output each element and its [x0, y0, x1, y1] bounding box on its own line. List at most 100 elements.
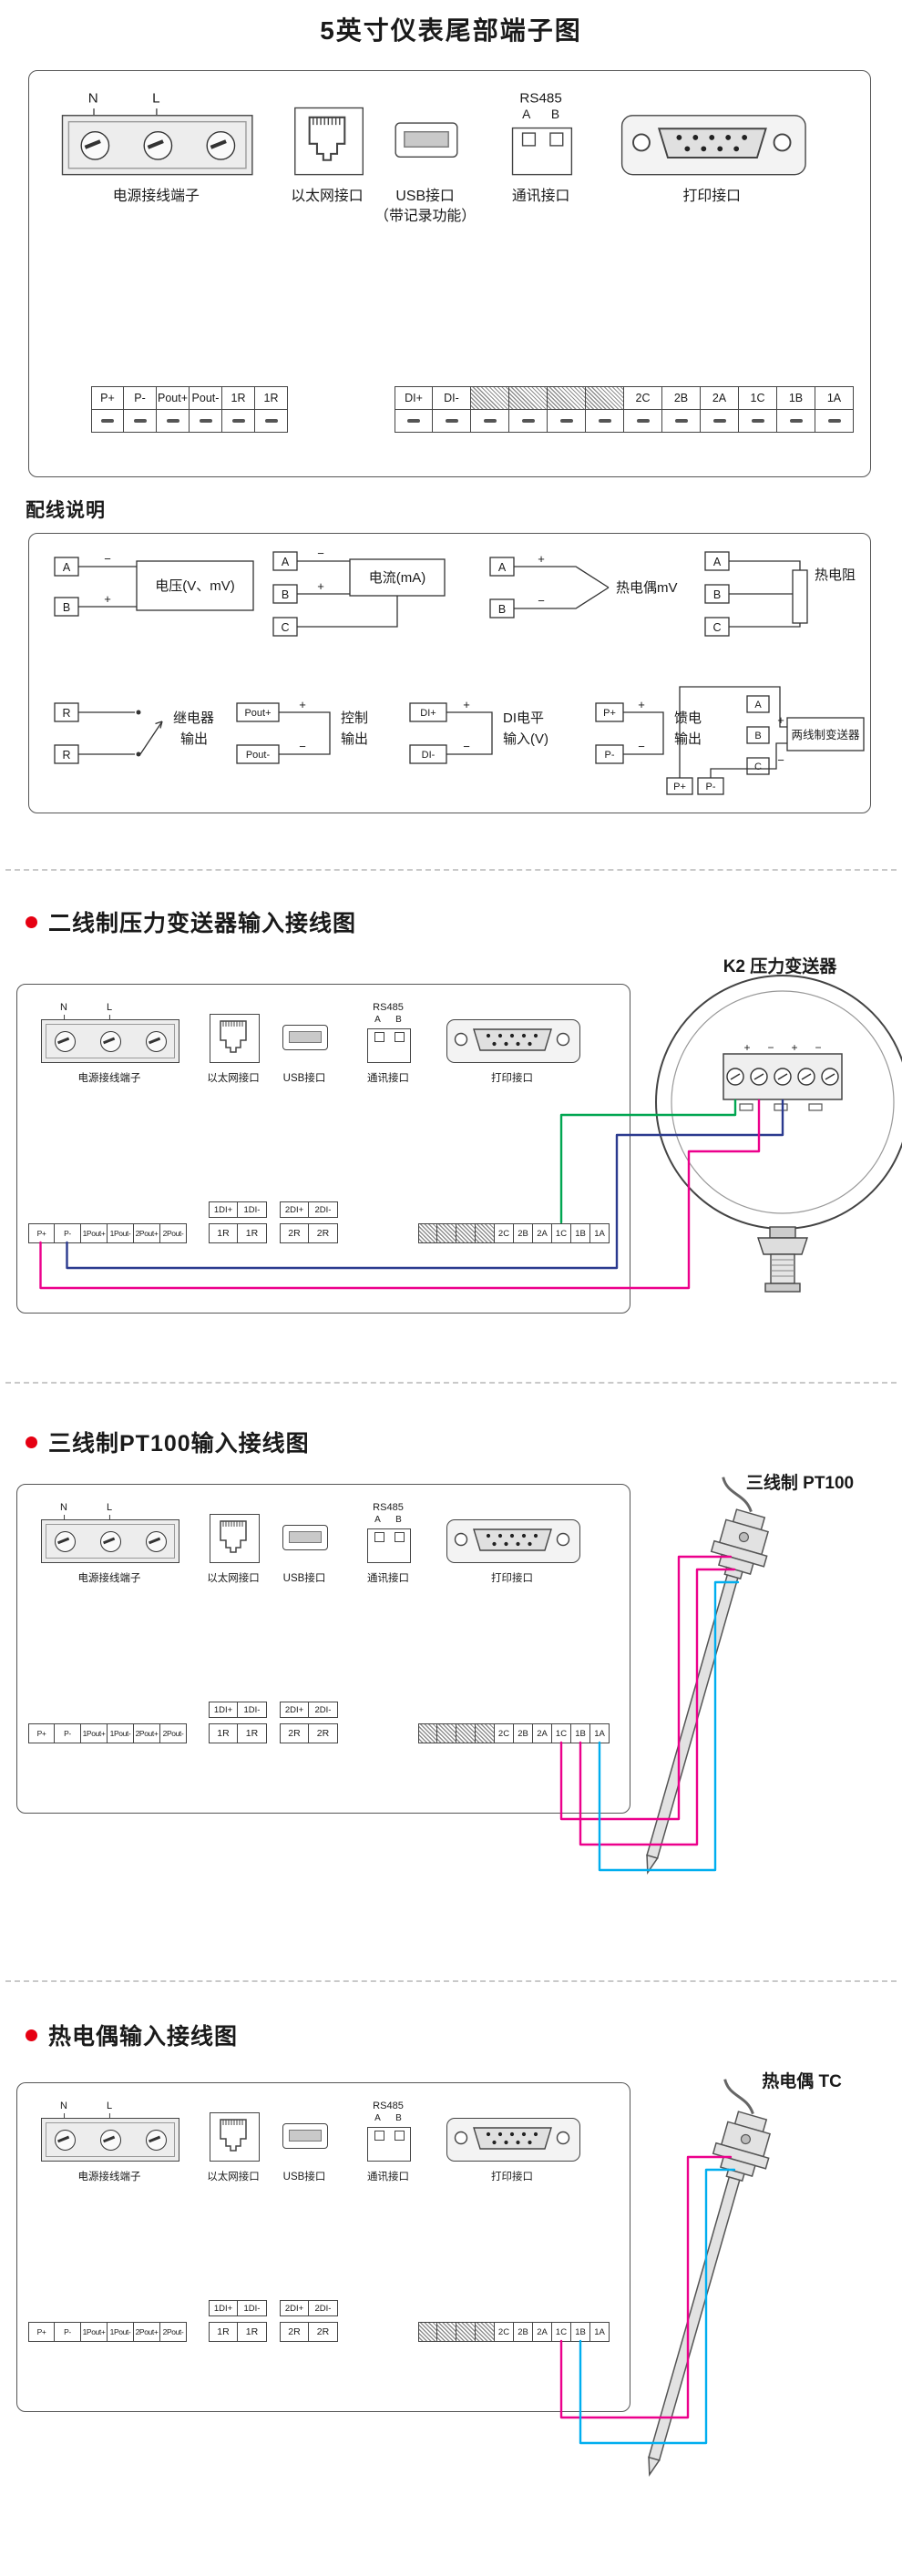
terminal-cell: 1C: [552, 2322, 571, 2342]
printer-port: [446, 2118, 580, 2162]
terminal-cell: 1Pout-: [108, 2322, 134, 2342]
usb-label: USB接口: [282, 1073, 326, 1084]
rs485-pin-a: [374, 1032, 384, 1042]
screw-icon: [145, 1530, 167, 1552]
terminal-cell: [437, 2322, 456, 2342]
terminal-cell: 2R: [280, 1223, 309, 1243]
db9-icon: [454, 1528, 570, 1551]
terminal-screw: [124, 409, 157, 433]
print-label: 打印接口: [491, 1073, 533, 1084]
section-pt100: 三线制PT100输入接线图 三线制 PT100 N L RS48: [0, 1382, 902, 1980]
terminal-cell: 2R: [309, 2322, 338, 2342]
screw-icon: [99, 2129, 121, 2151]
db9-icon: [632, 128, 792, 158]
terminal-screw: [222, 409, 255, 433]
terminal-cell: [509, 386, 548, 410]
svg-text:−: −: [815, 1041, 821, 1054]
section-heading: 三线制PT100输入接线图: [48, 1431, 310, 1457]
terminal-cell: [418, 1223, 437, 1243]
power-terminal-block: [61, 115, 253, 176]
screw-icon: [99, 1030, 121, 1052]
svg-text:两线制变送器: 两线制变送器: [791, 728, 860, 741]
terminal-cell: 1A: [590, 1723, 610, 1743]
note-current: A B C − + 电流(mA): [272, 547, 446, 637]
terminal-screw: [471, 409, 509, 433]
wiring-notes-diagrams: A B − + 电压(V、mV) A B C − + 电流(mA): [54, 547, 865, 795]
usb-label: USB接口: [282, 1573, 326, 1584]
terminal-cell: P-: [55, 1223, 81, 1243]
power-l-label: L: [152, 90, 160, 116]
print-label: 打印接口: [491, 1573, 533, 1584]
svg-text:−: −: [463, 740, 470, 753]
terminal-cell: P-: [55, 2322, 81, 2342]
power-l-label: L: [106, 1002, 113, 1019]
power-terminal-block: [41, 1019, 179, 1063]
pout-terminal-strip: P+P-1Pout+1Pout-2Pout+2Pout-: [28, 1223, 187, 1243]
rs485-pin-b: [395, 1032, 405, 1042]
terminal-cell: 2Pout-: [160, 2322, 187, 2342]
rear-terminal-panel: N L RS485 A B: [28, 70, 871, 477]
terminal-screw: [190, 409, 222, 433]
bullet-icon: [26, 2029, 37, 2041]
terminal-cell: 2A: [701, 386, 739, 410]
terminal-cell: 1B: [777, 386, 815, 410]
terminal-cell: 1C: [739, 386, 777, 410]
terminal-cell: [476, 1223, 495, 1243]
svg-text:DI-: DI-: [422, 750, 436, 761]
svg-text:控制: 控制: [341, 710, 368, 726]
terminal-cell: P+: [28, 1223, 55, 1243]
connector-row: N L RS485 A B: [49, 91, 854, 258]
terminal-cell: 1A: [815, 386, 854, 410]
svg-text:C: C: [281, 621, 289, 634]
terminal-cell: 2R: [280, 2322, 309, 2342]
terminal-cell: [476, 1723, 495, 1743]
terminal-cell: 1R: [238, 1223, 267, 1243]
rs485-pin-b: [395, 2131, 405, 2141]
di2-terminal-strip: 2DI+2DI-: [280, 1201, 338, 1218]
terminal-cell: 1A: [590, 2322, 610, 2342]
di1-terminal-strip: 1DI+1DI-: [209, 1702, 267, 1718]
terminal-cell: 1Pout+: [81, 1223, 108, 1243]
terminal-cell: 2DI+: [280, 2300, 309, 2316]
terminal-cell: 2B: [662, 386, 701, 410]
pout-terminal-strip: P+P-1Pout+1Pout-2Pout+2Pout-: [28, 1723, 187, 1743]
svg-text:电压(V、mV): 电压(V、mV): [155, 578, 235, 594]
wiring-notes-box: A B − + 电压(V、mV) A B C − + 电流(mA): [28, 533, 871, 813]
terminal-cell: [548, 386, 586, 410]
page-title: 5英寸仪表尾部端子图: [320, 16, 582, 45]
svg-text:A: A: [282, 556, 290, 568]
svg-text:输出: 输出: [341, 731, 368, 747]
device-label: 三线制 PT100: [745, 1474, 855, 1493]
svg-text:−: −: [104, 552, 111, 566]
screw-icon: [142, 130, 172, 160]
terminal-cell: DI+: [395, 386, 433, 410]
power-l-label: L: [106, 1502, 113, 1519]
power-n-label: N: [60, 1502, 67, 1519]
terminal-cell: 2A: [533, 1223, 552, 1243]
terminal-cell: Pout-: [190, 386, 222, 410]
connector-row: N L RS485 A B: [32, 1502, 615, 1623]
terminal-screw: [548, 409, 586, 433]
svg-text:B: B: [63, 601, 70, 614]
terminal-cell: 1R: [238, 1723, 267, 1743]
ethernet-label: 以太网接口: [291, 189, 364, 205]
ethernet-port: [210, 1014, 260, 1063]
printer-port: [620, 115, 806, 176]
svg-text:+: +: [317, 579, 324, 593]
terminal-cell: 1B: [571, 1723, 590, 1743]
ethernet-label: 以太网接口: [207, 1073, 260, 1084]
terminal-cell: 2A: [533, 1723, 552, 1743]
terminal-cell: 1R: [209, 1723, 238, 1743]
left-terminal-screws: [91, 409, 288, 433]
device-label: K2 压力变送器: [723, 957, 837, 976]
power-n-label: N: [87, 90, 98, 116]
terminal-cell: [456, 1723, 476, 1743]
svg-text:+: +: [463, 698, 470, 711]
svg-text:A: A: [713, 556, 722, 568]
terminal-screw: [433, 409, 471, 433]
rj45-icon: [220, 1020, 247, 1053]
